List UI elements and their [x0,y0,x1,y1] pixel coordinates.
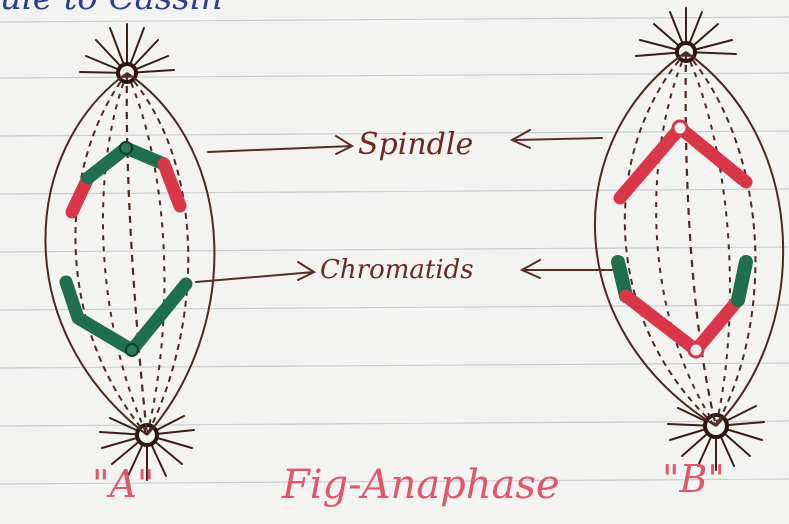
cell-a-label: "A" [92,462,154,506]
cell-b-label: "B" [662,457,725,501]
cell-b [595,8,783,470]
header-text: ule to Cassin [0,0,223,18]
cell-b-lower-chromatid [618,262,746,357]
cell-a-spindle-fibres [45,73,214,435]
spindle-label: Spindle [358,127,473,162]
cell-b-spindle-fibres [595,52,783,426]
cell-a-lower-chromatid [66,282,186,356]
ruled-lines [0,17,789,484]
chromatids-label: Chromatids [320,255,474,285]
figure-caption: Fig-Anaphase [281,462,560,508]
